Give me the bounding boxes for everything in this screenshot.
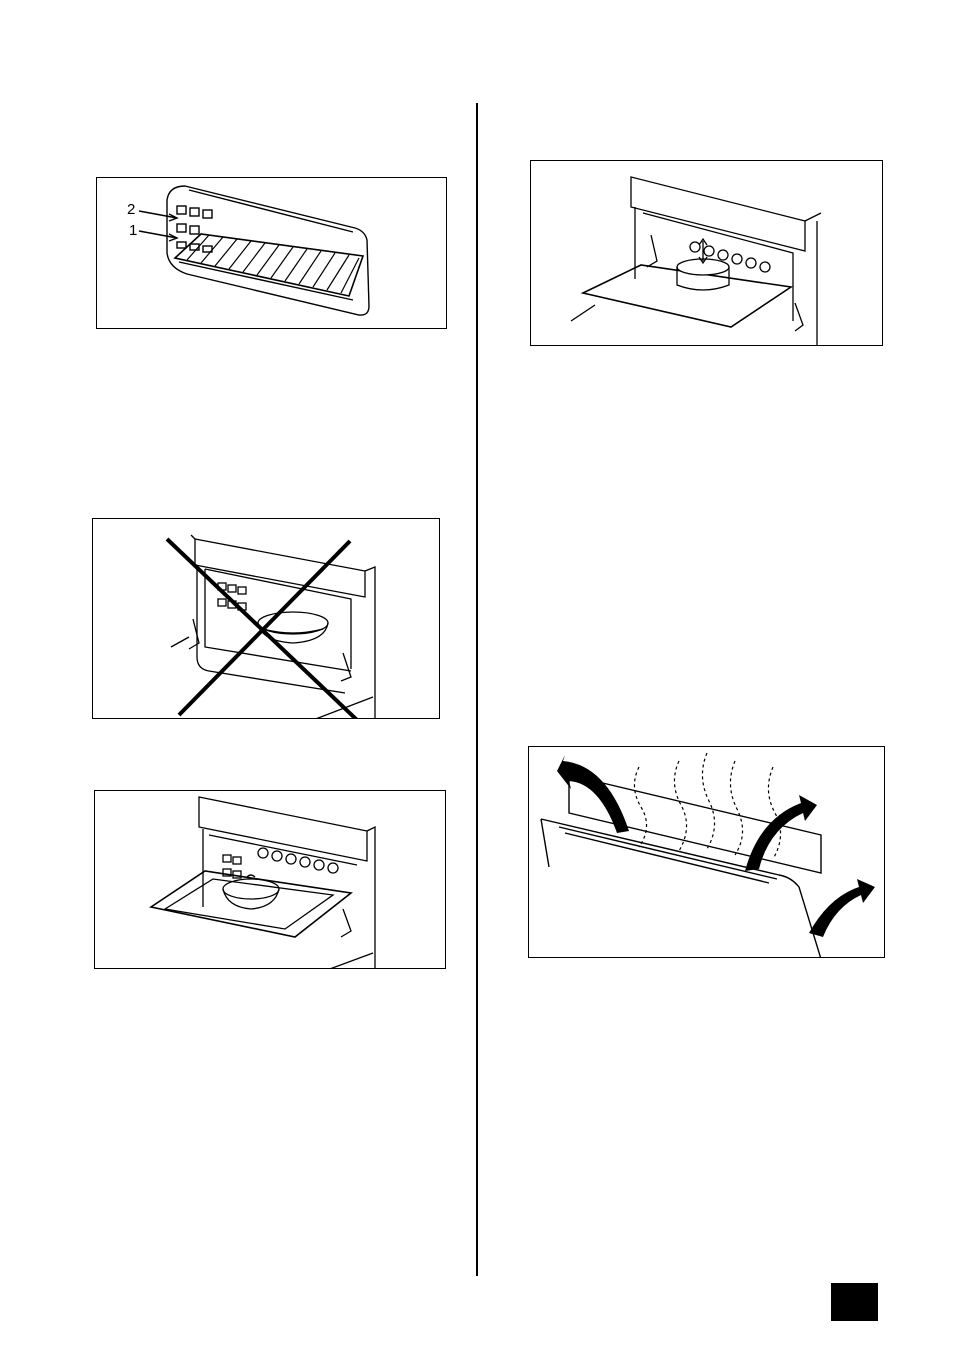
figure-shelf-height xyxy=(530,160,883,346)
figure-shelf-positions: 2 1 xyxy=(96,177,447,329)
page-number-box xyxy=(831,1283,878,1321)
shelf-height-illustration xyxy=(531,161,883,346)
figure-steam-door xyxy=(528,746,885,958)
correct-placement-illustration xyxy=(95,791,446,969)
page-number xyxy=(831,1283,878,1321)
figure-correct-placement xyxy=(94,790,446,969)
incorrect-placement-illustration xyxy=(93,519,440,719)
column-divider xyxy=(476,103,478,1276)
steam-door-illustration xyxy=(529,747,885,958)
figure-incorrect-placement xyxy=(92,518,440,719)
shelf-rack-illustration xyxy=(97,178,447,329)
